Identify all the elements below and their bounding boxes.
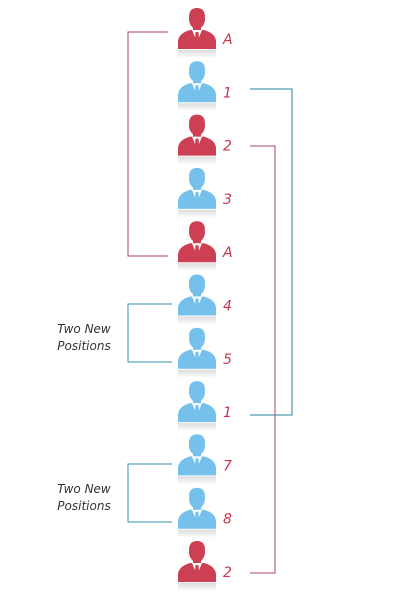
person-label: 1 (223, 85, 232, 101)
icon-shadow (178, 50, 216, 58)
person-icon (178, 114, 216, 156)
person-icon (178, 381, 216, 423)
person-label: 8 (223, 512, 232, 528)
person-red: A (178, 8, 233, 58)
person-label: 3 (223, 192, 232, 208)
note-group-2: Two New Positions (57, 482, 111, 513)
icon-shadow (178, 423, 216, 432)
person-icon (178, 327, 216, 369)
person-icon (178, 8, 216, 49)
person-label: 4 (223, 299, 232, 315)
bracket-2-to-2 (250, 145, 276, 574)
icon-shadow (178, 529, 216, 538)
person-label: A (222, 245, 233, 261)
icon-shadow (178, 263, 216, 272)
icon-shadow (178, 103, 216, 112)
note-group-1: Two New Positions (57, 322, 111, 353)
person-blue: 4 (178, 274, 232, 325)
note-line-1: Two New (57, 482, 111, 496)
bracket-new-positions-2 (127, 463, 172, 523)
person-blue: 5 (178, 327, 232, 378)
icon-shadow (178, 156, 216, 165)
note-line-1: Two New (57, 322, 111, 336)
person-blue: 7 (178, 434, 232, 485)
person-label: 2 (223, 565, 232, 581)
icon-shadow (178, 369, 216, 378)
bracket-a-to-a (127, 31, 168, 257)
person-icon (178, 541, 216, 582)
person-icon (178, 61, 216, 103)
person-blue: 1 (178, 61, 232, 112)
person-blue: 3 (178, 167, 232, 218)
person-icon (178, 221, 216, 263)
person-blue: 8 (178, 487, 232, 538)
person-label: 1 (223, 405, 232, 421)
icon-shadow (178, 316, 216, 325)
person-label: 7 (223, 458, 232, 474)
icon-shadow (178, 583, 216, 591)
person-red: 2 (178, 541, 232, 591)
person-icon (178, 167, 216, 209)
bracket-new-positions-1 (127, 303, 172, 363)
person-label: A (222, 32, 233, 48)
bracket-1-to-1 (250, 88, 293, 416)
person-red: A (178, 221, 233, 272)
person-label: 2 (223, 139, 232, 155)
connectors (127, 31, 293, 574)
person-blue: 1 (178, 381, 232, 432)
note-line-2: Positions (57, 499, 110, 513)
person-icon (178, 274, 216, 316)
person-label: 5 (223, 352, 232, 368)
person-icon (178, 434, 216, 476)
person-icon (178, 487, 216, 529)
note-line-2: Positions (57, 339, 110, 353)
person-red: 2 (178, 114, 232, 165)
icon-shadow (178, 209, 216, 218)
icon-shadow (178, 476, 216, 485)
